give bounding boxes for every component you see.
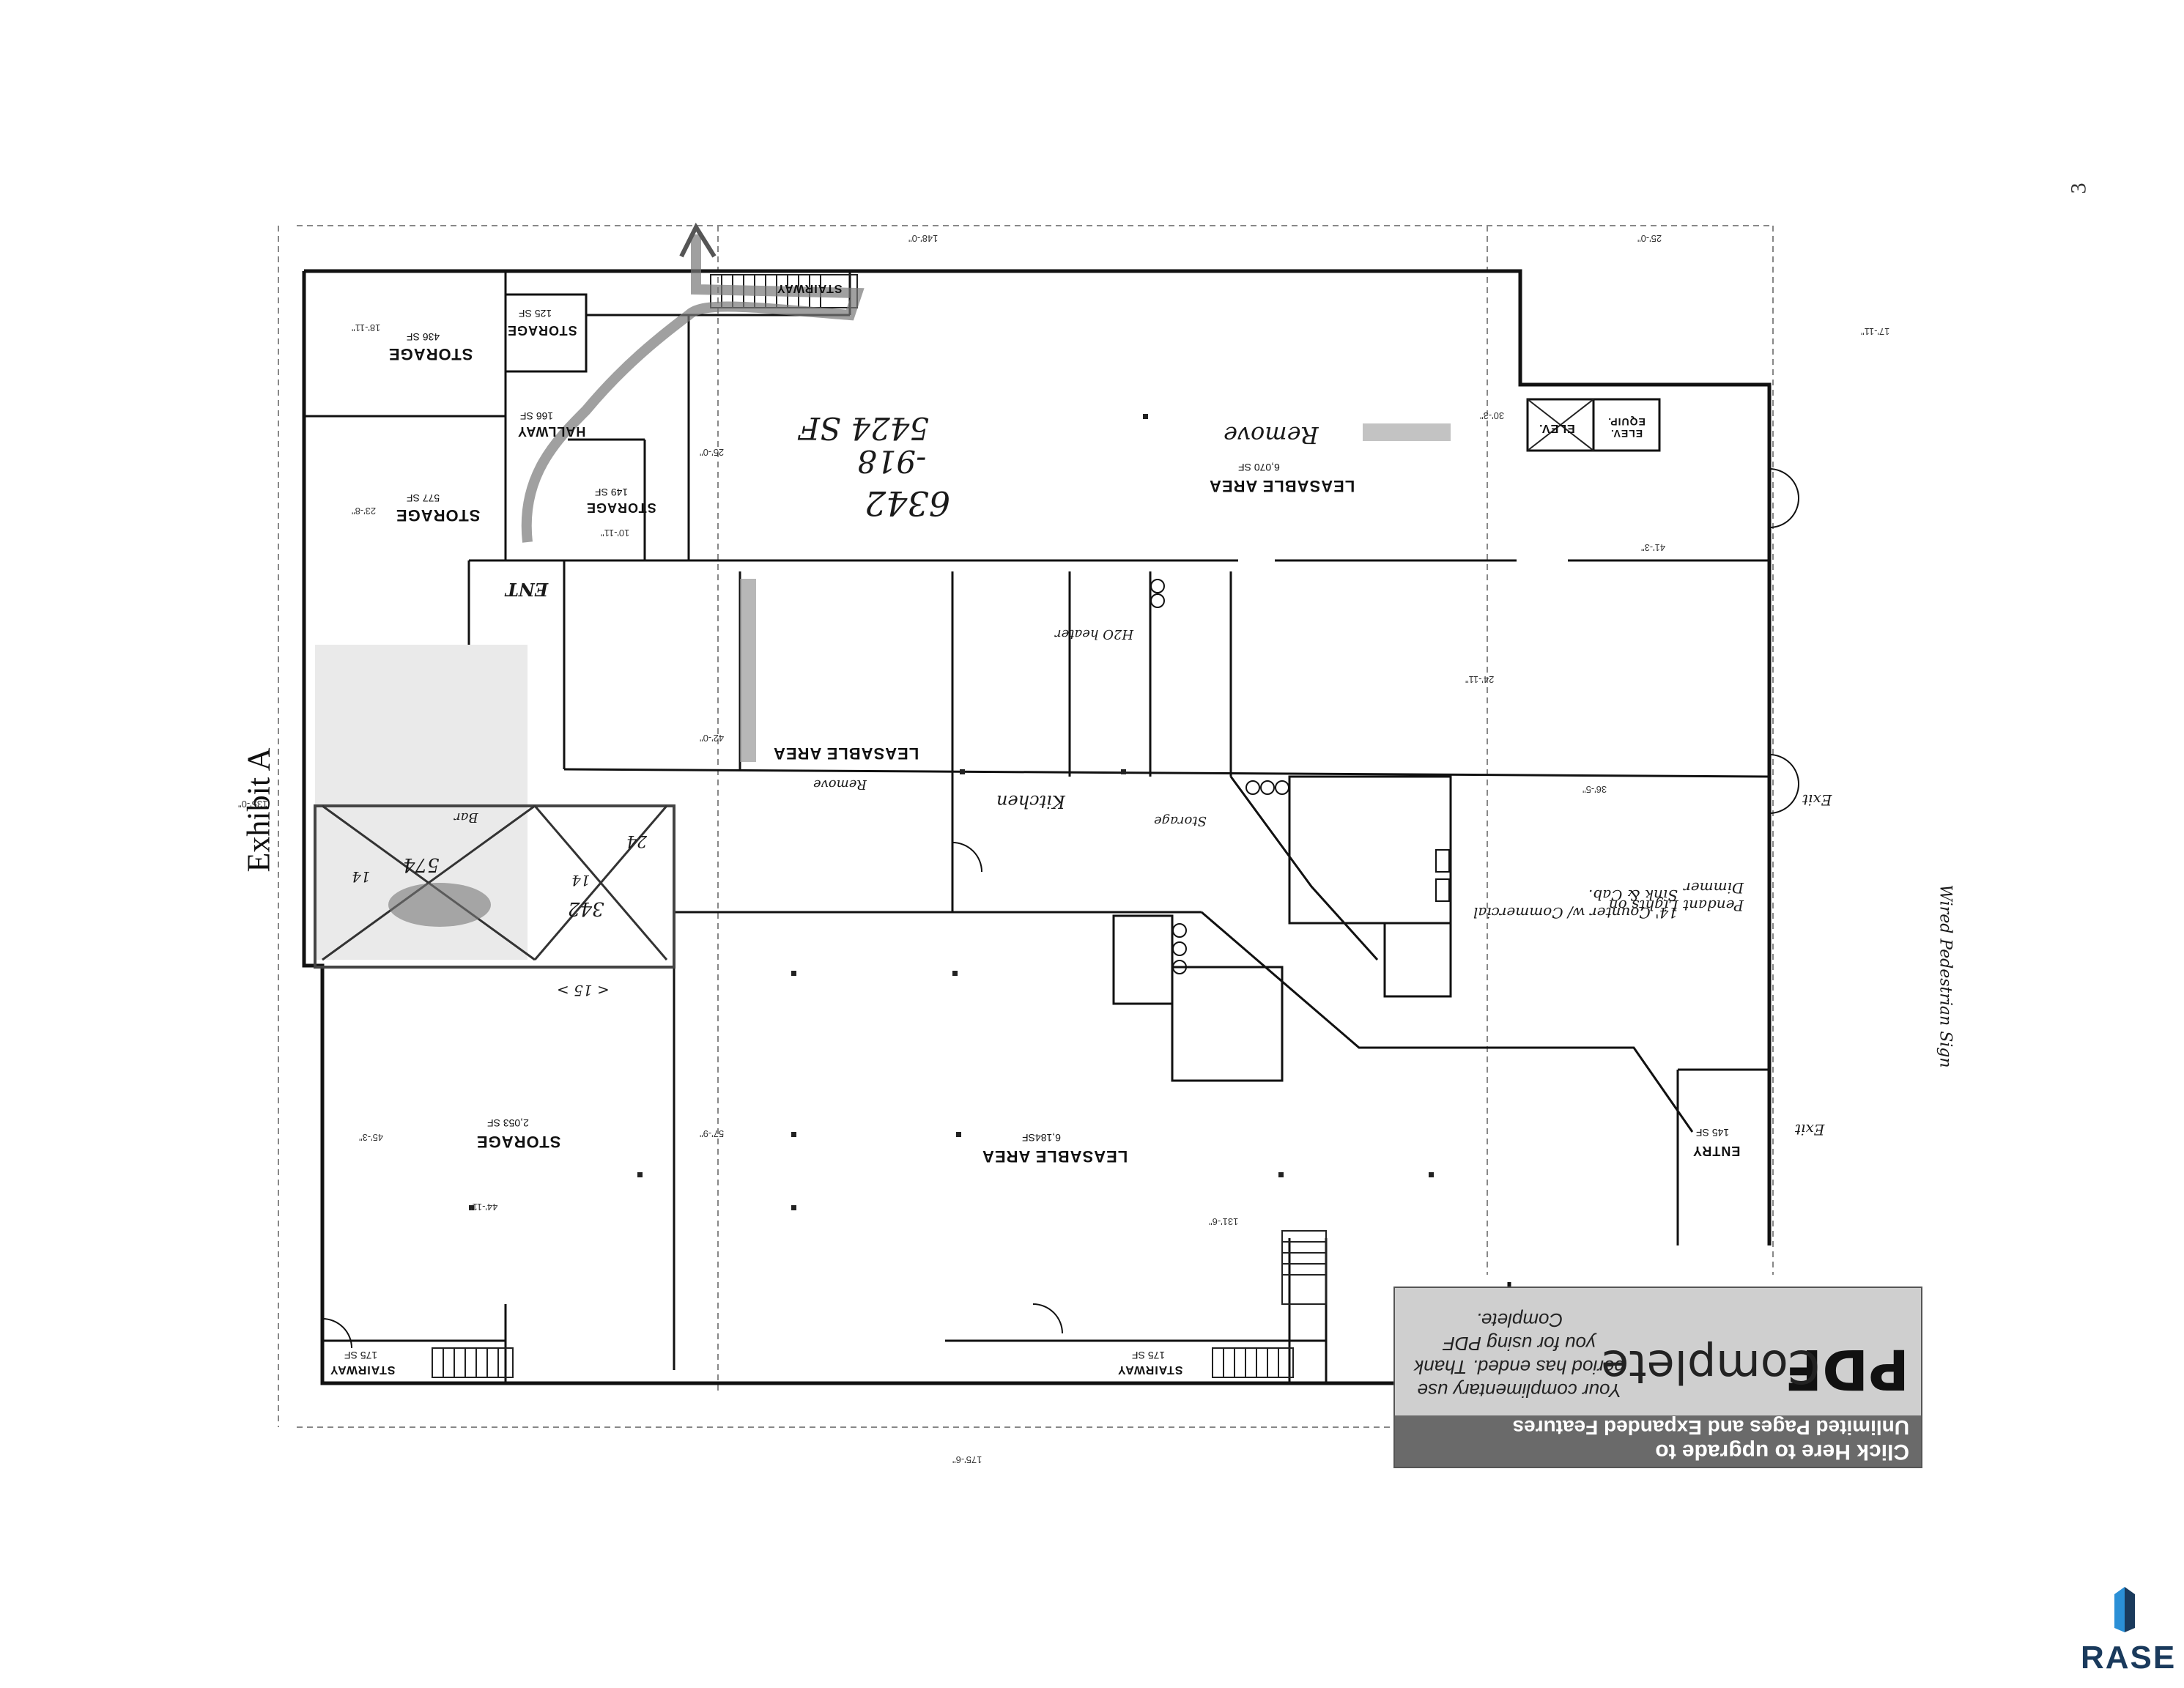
dim-right-a: 17'-11": [1861, 326, 1890, 337]
room-storage-bottom-area: 2,053 SF: [487, 1117, 529, 1129]
room-leasable-mid: LEASABLE AREA: [773, 744, 919, 763]
hand-exit-top: Exit: [1802, 791, 1832, 809]
room-stairway-top: STAIRWAY: [777, 282, 843, 295]
dim-mid-c: 36'-5": [1583, 784, 1607, 795]
room-hallway-area: 166 SF: [520, 410, 554, 422]
room-stairway-bottom-mid: STAIRWAY: [1117, 1363, 1183, 1376]
dim-inner-c: 57'-9": [700, 1128, 725, 1139]
room-storage-149-area: 149 SF: [595, 486, 629, 498]
dim-top-b: 25'-0": [1637, 233, 1662, 244]
room-storage-149: STORAGE: [586, 500, 656, 515]
dim-bottom-a: 44'-11": [469, 1202, 498, 1213]
hand-result: 5424 SF: [799, 410, 930, 446]
restroom-fixtures: [1150, 579, 1450, 974]
dim-inner-d: 10'-11": [601, 528, 630, 538]
dim-right-b: 30'-3": [1480, 410, 1505, 421]
room-leasable-top: LEASABLE AREA: [1209, 477, 1355, 495]
dim-inner-a: 25'-0": [700, 447, 725, 458]
room-stairway-bottom-left: STAIRWAY: [330, 1363, 396, 1376]
pdf-upgrade-line2: Unlimited Pages and Expanded Features: [1512, 1416, 1909, 1439]
hand-ent: ENT: [506, 579, 549, 600]
room-storage-mid-left-area: 577 SF: [407, 492, 440, 504]
room-elev-equip: ELEV. EQUIP.: [1607, 416, 1646, 440]
room-entry: ENTRY: [1692, 1144, 1741, 1158]
pdf-expired-message: Your complimentary use period has ended.…: [1414, 1309, 1625, 1402]
room-stairway-bottom-left-area: 175 SF: [344, 1350, 378, 1361]
room-storage-small: STORAGE: [507, 323, 577, 338]
room-storage-top-left-area: 436 SF: [407, 331, 440, 343]
exhibit-label: Exhibit A: [240, 747, 277, 873]
columns: [469, 414, 1434, 1210]
dim-mid-b: 24'-11": [1465, 674, 1495, 685]
room-stairway-bottom-mid-area: 175 SF: [1132, 1350, 1166, 1361]
pdf-upgrade-line1: Click Here to upgrade to: [1655, 1440, 1909, 1464]
hand-kitchen: Kitchen: [996, 791, 1065, 812]
room-entry-area: 145 SF: [1696, 1127, 1730, 1139]
hand-wired-note: Wired Pedestrian Sign: [1936, 884, 1955, 1068]
hand-area-14b: 14: [352, 868, 371, 886]
hand-remove: Remove: [1224, 421, 1319, 449]
pdf-upgrade-link[interactable]: Click Here to upgrade to Unlimited Pages…: [1395, 1415, 1921, 1467]
hand-area-24: 24: [626, 832, 647, 850]
hand-h2o-heater: H2O heater: [1055, 626, 1134, 642]
rase-building-icon: [2114, 1587, 2135, 1632]
room-leasable-top-area: 6,070 SF: [1238, 462, 1280, 473]
hand-storage-note: Storage: [1154, 813, 1207, 829]
dim-top-a: 148'-0": [908, 233, 939, 244]
dimension-lines: [278, 225, 1774, 1428]
dim-bottom-total: 175'-6": [952, 1454, 982, 1465]
dim-inner-b: 42'-0": [700, 733, 725, 744]
rase-logo: RASE: [2081, 1587, 2177, 1676]
dim-mid-a: 41'-3": [1641, 542, 1666, 553]
room-elev: ELEV.: [1539, 422, 1575, 434]
rase-wordmark: RASE: [2081, 1640, 2177, 1676]
hand-area-574: 574: [403, 854, 440, 876]
dim-left-c: 45'-3": [359, 1132, 384, 1143]
hand-pendant-note: Pendant Lights on Dimmer: [1608, 879, 1744, 914]
hand-bar-note: Bar: [454, 810, 478, 825]
room-storage-bottom: STORAGE: [476, 1133, 561, 1151]
room-leasable-bottom-area: 6,184SF: [1022, 1132, 1061, 1144]
hand-remove-small: Remove: [813, 777, 867, 792]
hand-exit-bottom: Exit: [1795, 1121, 1825, 1139]
hand-area-14a: 14: [571, 872, 591, 889]
door-swings: [322, 468, 1799, 1349]
room-hallway: HALLWAY: [517, 424, 586, 439]
dim-bottom-b: 131'-6": [1209, 1216, 1239, 1227]
hand-area-342: 342: [568, 897, 604, 919]
interior-walls: [304, 271, 1770, 1383]
hand-total: 6342: [865, 484, 951, 523]
hand-minus: -918: [857, 443, 927, 479]
elevator-marks: [1527, 399, 1594, 451]
hand-arrow-15: < 15 >: [557, 982, 610, 999]
room-storage-small-area: 125 SF: [519, 308, 552, 319]
dim-left-b: 23'-8": [352, 506, 377, 517]
pdf-product-name: Complete: [1601, 1340, 1820, 1393]
room-leasable-bottom: LEASABLE AREA: [982, 1147, 1128, 1166]
dim-left-total: 135'-0": [238, 799, 268, 810]
pdf-banner-body: PDF Complete Your complimentary use peri…: [1395, 1287, 1921, 1415]
dim-left-a: 18'-11": [352, 322, 381, 333]
pdf-upgrade-banner[interactable]: Click Here to upgrade to Unlimited Pages…: [1393, 1287, 1922, 1468]
room-storage-mid-left: STORAGE: [396, 506, 481, 525]
hand-markup: [314, 222, 1451, 969]
room-storage-top-left: STORAGE: [388, 345, 473, 363]
page-number: 3: [2066, 182, 2091, 194]
